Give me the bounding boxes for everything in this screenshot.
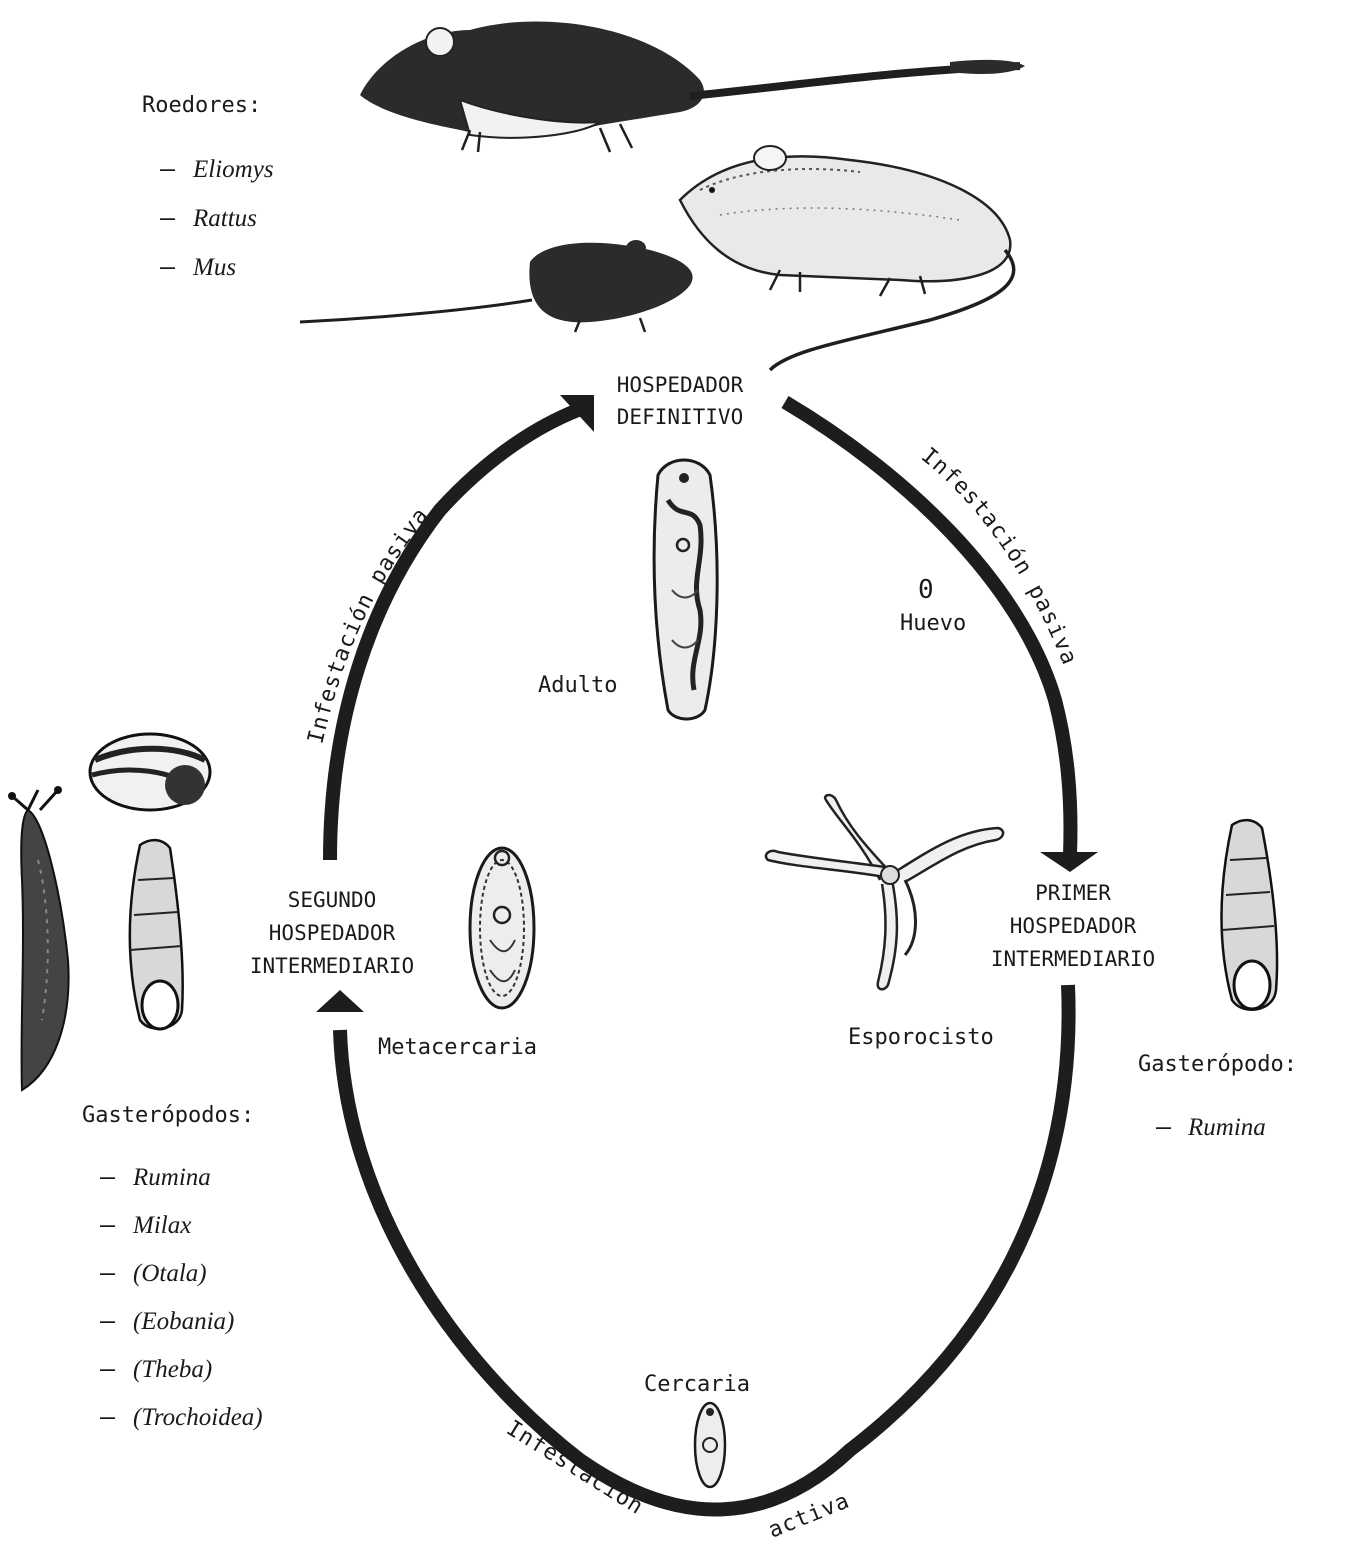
rodent-item-rattus: Rattus xyxy=(192,205,257,232)
first-host-line-1: PRIMER xyxy=(1035,881,1111,905)
label-adult: Adulto xyxy=(538,673,617,698)
cercaria-illustration xyxy=(695,1403,725,1487)
second-host-dash-6: – xyxy=(100,1402,116,1431)
rodent-item-eliomys: Eliomys xyxy=(192,156,274,183)
first-host-gastropod-list: Gasterópodo: – Rumina xyxy=(1138,1052,1297,1141)
second-host-dash-2: – xyxy=(100,1210,116,1239)
second-host-line-1: SEGUNDO xyxy=(288,888,377,912)
sporocyst-illustration xyxy=(766,795,1003,989)
rodent-list: Roedores: – Eliomys – Rattus – Mus xyxy=(142,93,274,281)
second-host-item-2: Milax xyxy=(132,1212,191,1239)
adult-fluke-illustration xyxy=(654,460,717,719)
second-host-dash-3: – xyxy=(100,1258,116,1287)
rodent-item-mus: Mus xyxy=(192,254,236,281)
rodent-list-title: Roedores: xyxy=(142,93,261,118)
slug-milax-illustration xyxy=(8,786,69,1090)
definitive-host-line-2: DEFINITIVO xyxy=(617,405,743,429)
first-host-gastropod-title: Gasterópodo: xyxy=(1138,1052,1297,1077)
metacercaria-illustration xyxy=(470,848,534,1008)
first-host-line-3: INTERMEDIARIO xyxy=(991,947,1155,971)
second-intermediate-host-label: SEGUNDO HOSPEDADOR INTERMEDIARIO xyxy=(250,888,414,978)
label-active-infestation-word1: Infestación xyxy=(502,1416,648,1520)
label-egg: Huevo xyxy=(900,611,966,636)
second-host-item-3: (Otala) xyxy=(133,1260,207,1287)
arrow-second-host-to-definitive xyxy=(330,410,578,860)
rodent-dash-1: – xyxy=(160,154,176,183)
second-host-dash-5: – xyxy=(100,1354,116,1383)
second-host-gastropod-list: Gasterópodos: –Rumina–Milax–(Otala)–(Eob… xyxy=(82,1103,263,1431)
snail-shell-illustration xyxy=(90,734,210,810)
rumina-shell-left-illustration xyxy=(130,840,183,1029)
rodent-dash-2: – xyxy=(160,203,176,232)
second-host-item-5: (Theba) xyxy=(133,1356,212,1383)
definitive-host-label: HOSPEDADOR DEFINITIVO xyxy=(617,373,744,429)
second-host-dash-4: – xyxy=(100,1306,116,1335)
label-metacercaria: Metacercaria xyxy=(378,1035,537,1060)
arrow-head-first-host xyxy=(1040,852,1098,872)
second-host-item-1: Rumina xyxy=(132,1164,211,1191)
egg-symbol: 0 xyxy=(918,575,934,605)
rodent-dash-3: – xyxy=(160,252,176,281)
label-sporocyst: Esporocisto xyxy=(848,1025,994,1050)
first-host-dash-1: – xyxy=(1156,1112,1172,1141)
second-host-line-3: INTERMEDIARIO xyxy=(250,954,414,978)
second-host-item-4: (Eobania) xyxy=(133,1308,234,1335)
arrow-head-second-host xyxy=(316,990,364,1012)
rat-rattus-illustration xyxy=(680,146,1014,370)
dormouse-eliomys-illustration xyxy=(360,22,1025,152)
second-host-gastropod-title: Gasterópodos: xyxy=(82,1103,254,1128)
second-host-item-6: (Trochoidea) xyxy=(133,1404,263,1431)
mouse-mus-illustration xyxy=(300,240,693,332)
rumina-shell-right-illustration xyxy=(1221,820,1277,1010)
definitive-host-line-1: HOSPEDADOR xyxy=(617,373,744,397)
first-intermediate-host-label: PRIMER HOSPEDADOR INTERMEDIARIO xyxy=(991,881,1155,971)
first-host-item-rumina: Rumina xyxy=(1187,1114,1266,1141)
second-host-dash-1: – xyxy=(100,1162,116,1191)
label-cercaria: Cercaria xyxy=(644,1372,750,1397)
second-host-line-2: HOSPEDADOR xyxy=(269,921,396,945)
first-host-line-2: HOSPEDADOR xyxy=(1010,914,1137,938)
